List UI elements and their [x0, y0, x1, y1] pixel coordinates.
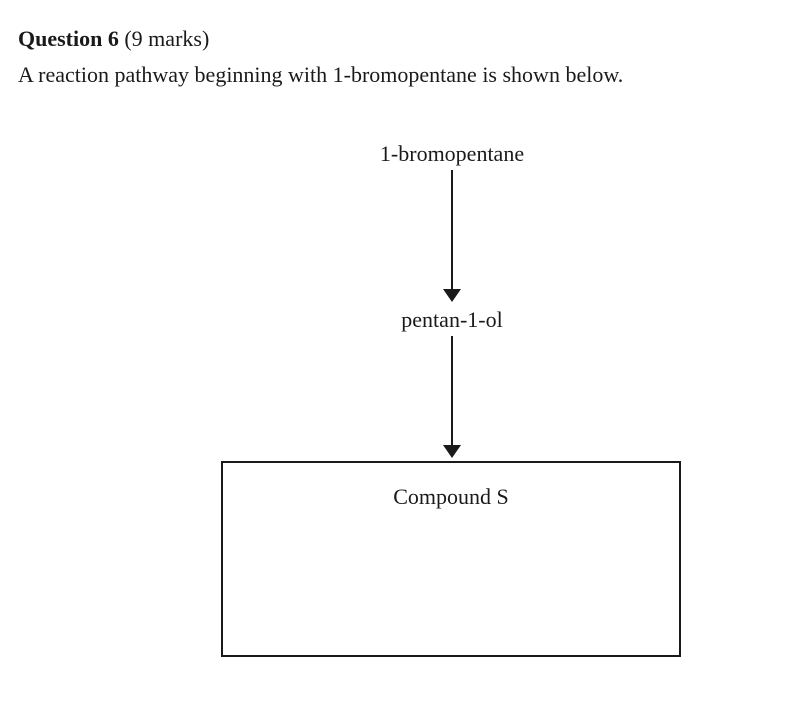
compound-s-label: Compound S — [393, 484, 509, 509]
reaction-arrow-1 — [443, 170, 461, 302]
question-number: Question 6 — [18, 26, 119, 51]
question-marks: (9 marks) — [124, 26, 210, 51]
question-heading: Question 6 (9 marks) — [18, 24, 209, 54]
start-compound-label: 1-bromopentane — [379, 141, 525, 166]
reaction-arrow-2 — [443, 336, 461, 458]
question-intro: A reaction pathway beginning with 1-brom… — [18, 62, 624, 87]
compound-s-answer-box[interactable]: Compound S — [221, 461, 681, 657]
intermediate-compound-label: pentan-1-ol — [401, 307, 503, 332]
